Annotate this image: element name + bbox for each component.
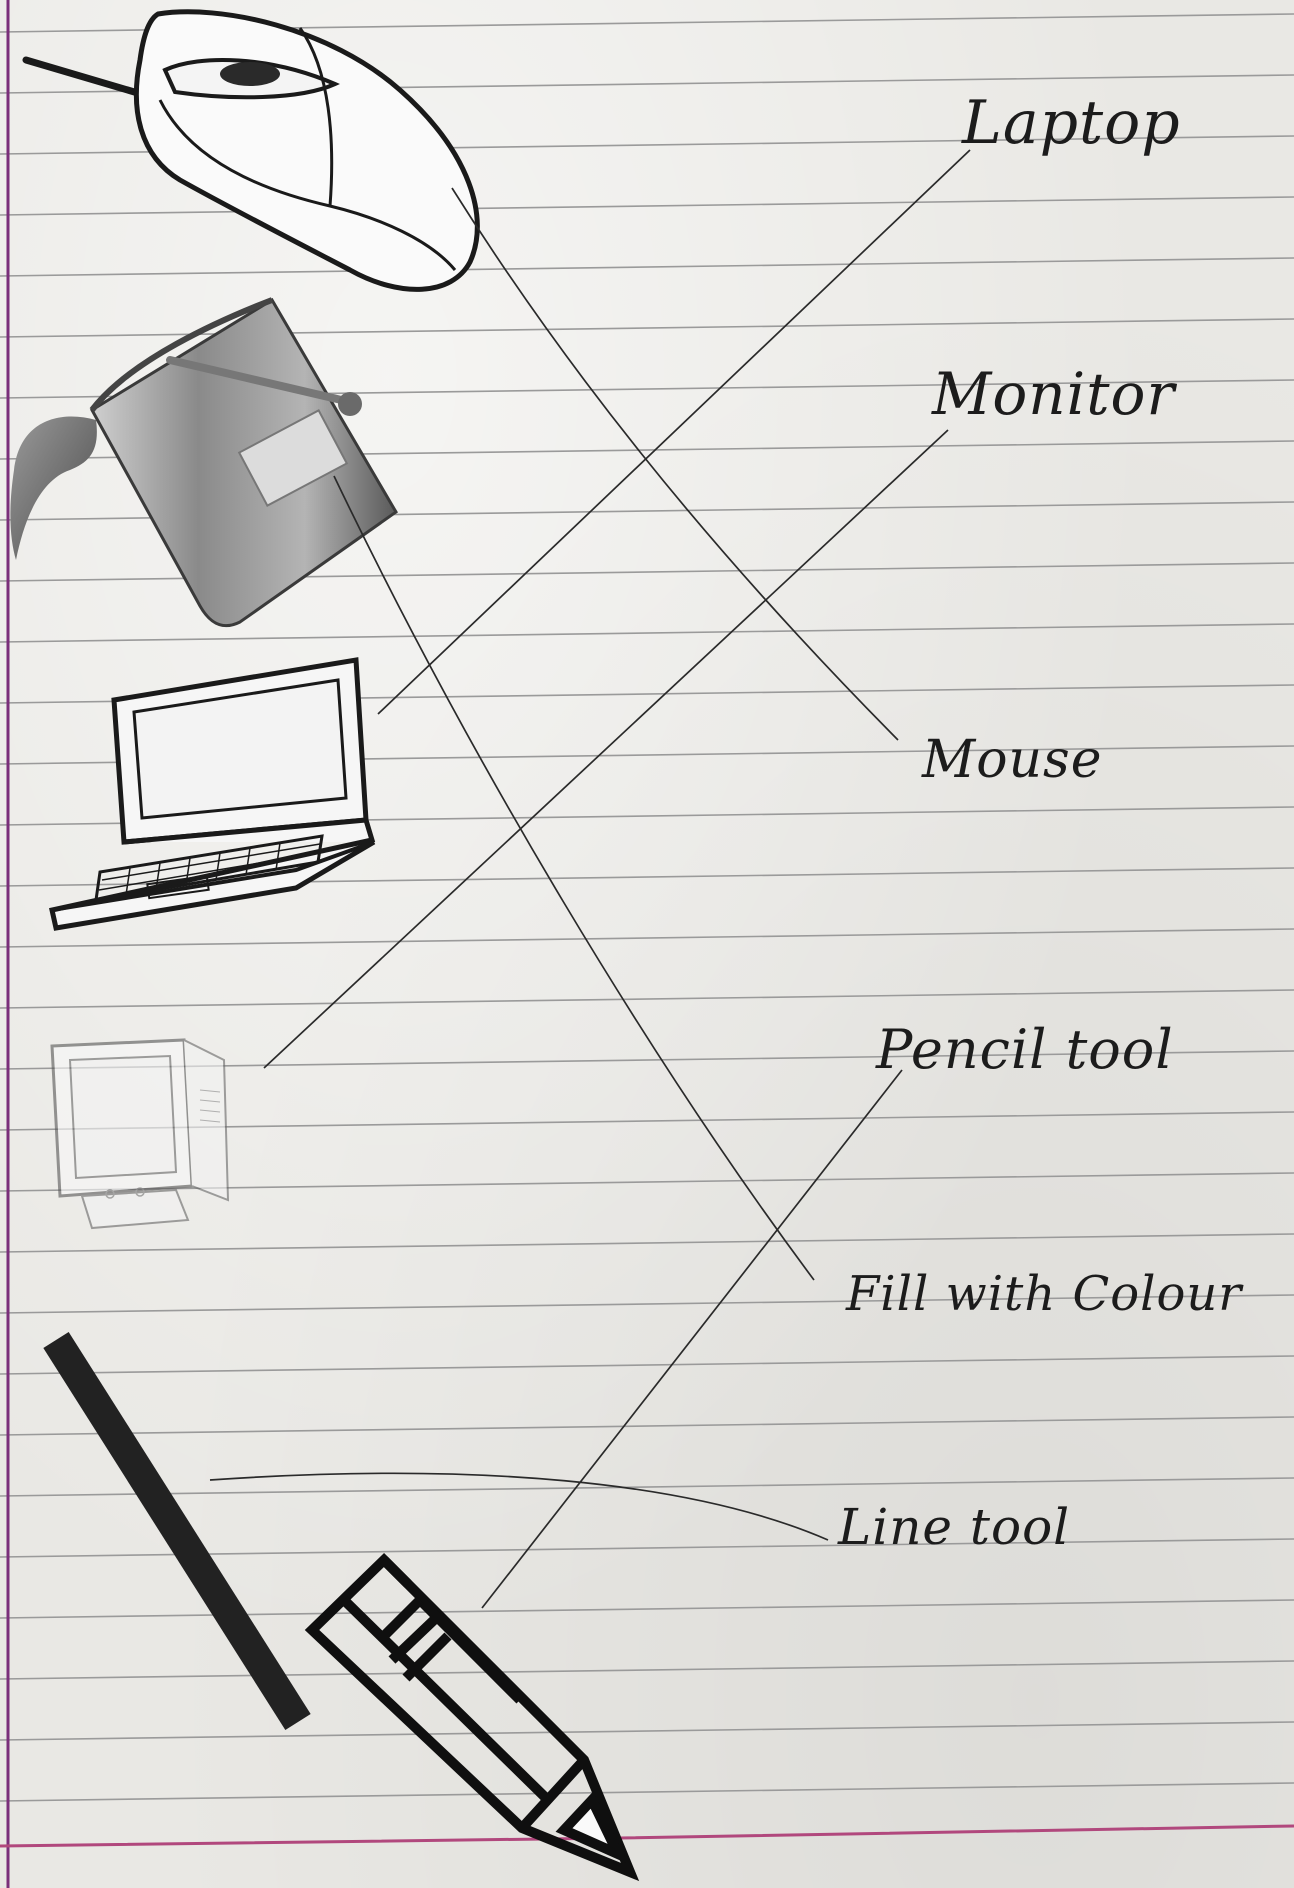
label-monitor: Monitor xyxy=(932,360,1175,428)
label-line-tool: Line tool xyxy=(838,1498,1070,1556)
label-pencil-tool: Pencil tool xyxy=(876,1018,1174,1081)
label-laptop: Laptop xyxy=(962,88,1181,158)
label-mouse: Mouse xyxy=(922,730,1103,790)
label-fill-with-colour: Fill with Colour xyxy=(846,1266,1242,1322)
